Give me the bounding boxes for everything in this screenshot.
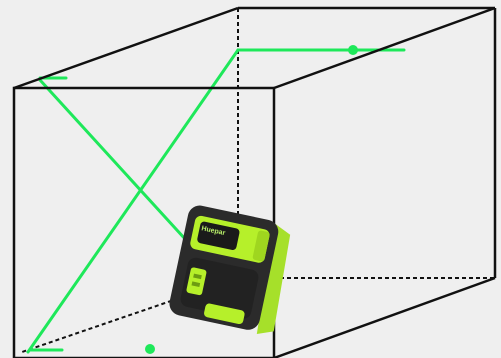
device-laser-window bbox=[197, 221, 240, 251]
device-base-foot bbox=[204, 303, 245, 325]
device-switch-grip-2 bbox=[191, 281, 201, 287]
laser-level-device: Huepar bbox=[169, 205, 291, 334]
cube-top-left-depth-edge bbox=[13, 6, 239, 90]
laser-dot-floor bbox=[145, 344, 155, 354]
device-side-stripe bbox=[252, 230, 270, 262]
cube-top-right-depth-edge bbox=[273, 6, 496, 90]
device-switch-grip-1 bbox=[193, 273, 202, 280]
laser-dot-back-wall bbox=[348, 45, 358, 55]
device-power-switch bbox=[186, 267, 207, 296]
cube-bottom-right-depth-edge bbox=[273, 276, 496, 358]
device-brand-text: Huepar bbox=[201, 225, 226, 237]
laser-line-vertical-plane bbox=[26, 48, 240, 354]
laser-line-left-diagonal bbox=[38, 78, 188, 242]
device-side-panel bbox=[256, 223, 291, 334]
